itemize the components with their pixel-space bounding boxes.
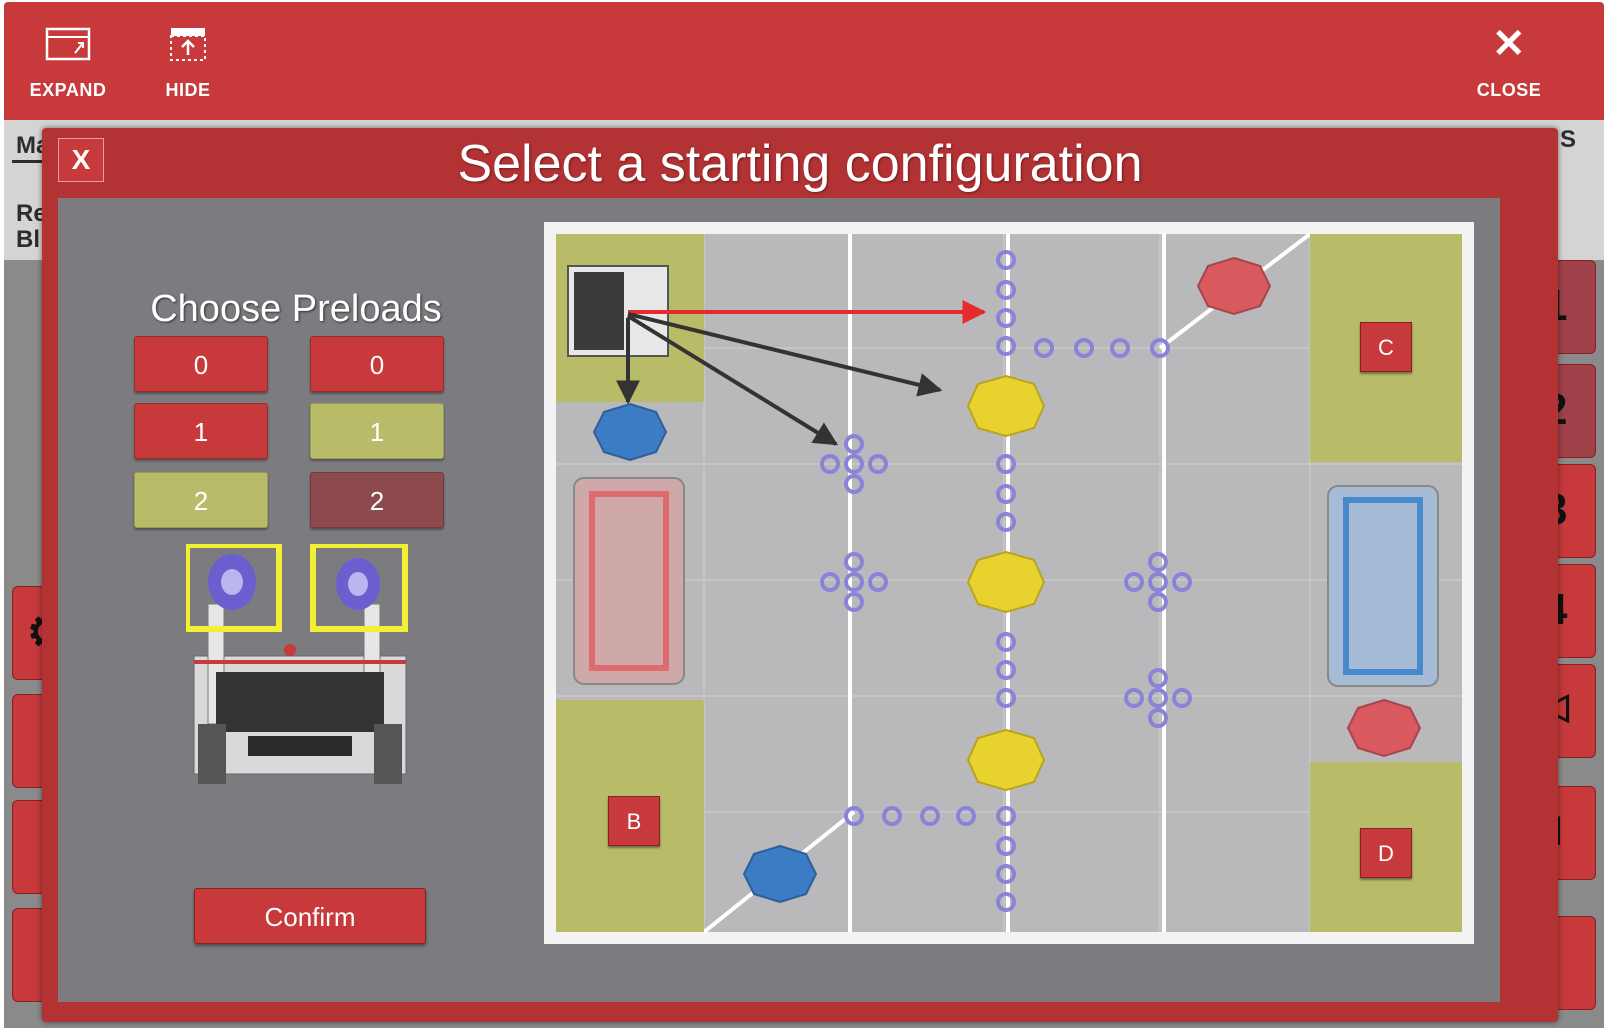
expand-icon [45,27,91,61]
close-button[interactable]: ✕ CLOSE [1474,24,1544,101]
preloads-title: Choose Preloads [150,288,442,330]
hide-button[interactable]: HIDE [158,24,218,101]
background-text-line2: Bl [16,226,40,253]
background-tab-underline [12,160,52,163]
preload-right-1-button[interactable]: 1 [310,403,444,459]
hide-icon [170,28,206,61]
preload-left-1-button[interactable]: 1 [134,403,268,459]
zone-d-label[interactable]: D [1360,828,1412,878]
zone-c-label[interactable]: C [1360,322,1412,372]
expand-label: EXPAND [29,80,107,100]
modal-title: Select a starting configuration [457,135,1143,193]
close-label: CLOSE [1476,80,1542,100]
preload-right-0-button[interactable]: 0 [310,336,444,392]
preload-left-0-button[interactable]: 0 [134,336,268,392]
robot-preview-image [186,544,408,784]
modal-body: Choose Preloads 0 1 2 0 1 2 [58,198,1500,1002]
background-text-line1: Re [16,200,47,227]
modal-close-button[interactable]: X [58,138,104,182]
preload-slot-right [310,544,408,632]
zone-b-label[interactable]: B [608,796,660,846]
top-toolbar: EXPAND HIDE ✕ CLOSE [4,2,1604,120]
preload-slot-left [186,544,282,632]
hide-label: HIDE [165,80,211,100]
background-right-text: S [1560,126,1577,153]
field-map[interactable] [544,222,1474,944]
start-config-modal: X Select a starting configuration Choose… [42,128,1558,1022]
close-icon: ✕ [1491,22,1526,66]
preload-right-2-button[interactable]: 2 [310,472,444,528]
preload-left-2-button[interactable]: 2 [134,472,268,528]
expand-button[interactable]: EXPAND [26,24,110,101]
confirm-button[interactable]: Confirm [194,888,426,944]
